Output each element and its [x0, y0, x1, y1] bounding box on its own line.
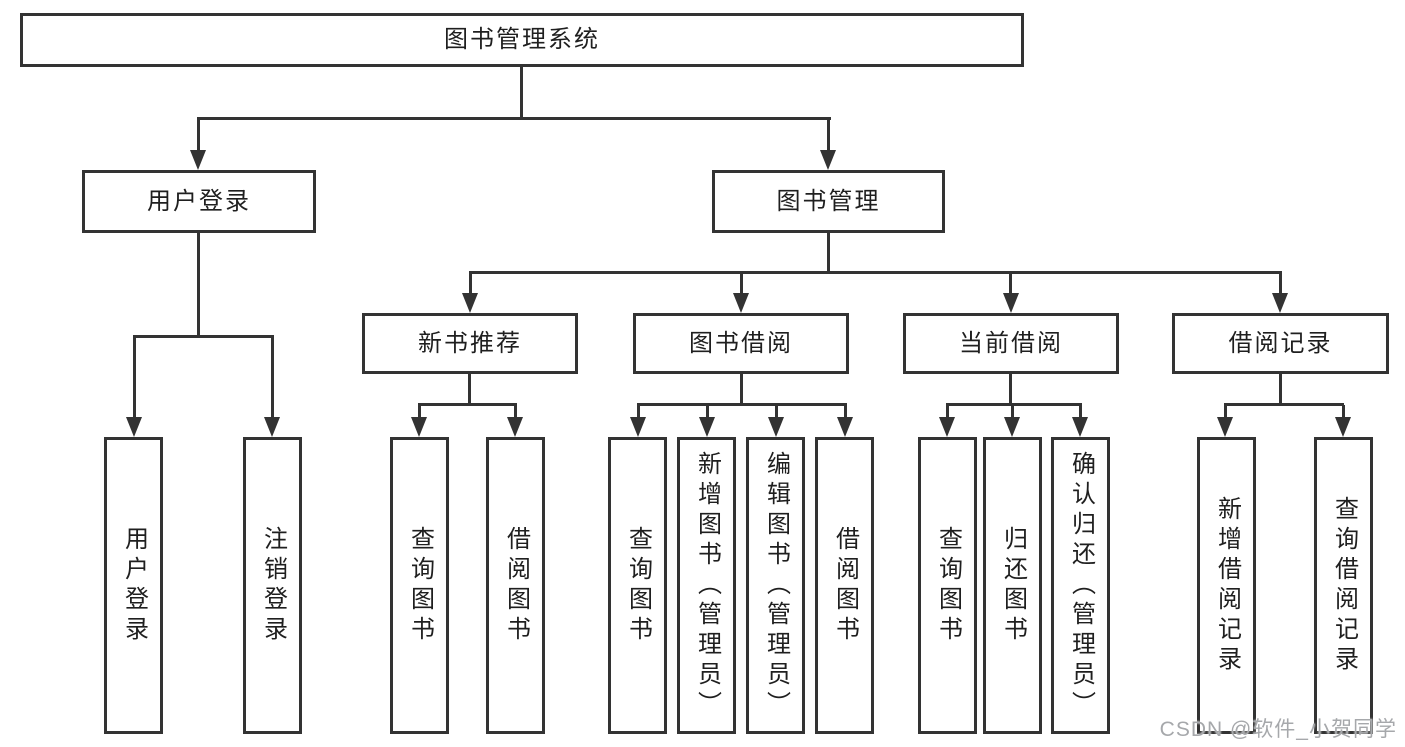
edge-bookmgmt-branch: [469, 271, 1282, 274]
node-library-management-system: 图书管理系统: [20, 13, 1024, 67]
leaf-borrow-books-borrow: 借阅图书: [815, 437, 874, 734]
node-new-book-recommend: 新书推荐: [362, 313, 578, 374]
leaf-label: 归还图书: [999, 525, 1027, 646]
edge-leaf-stem: [1342, 405, 1345, 419]
leaf-query-books-borrow: 查询图书: [608, 437, 667, 734]
node-label: 当前借阅: [959, 329, 1063, 357]
edge-borrowrecords-branch: [1224, 403, 1344, 406]
leaf-confirm-return-admin: 确认归还（管理员）: [1051, 437, 1110, 734]
node-label: 借阅记录: [1228, 329, 1333, 357]
edge-leaf-stem: [1224, 405, 1227, 419]
arrow-down-icon: [190, 150, 206, 170]
leaf-label: 确认归还（管理员）: [1067, 450, 1095, 721]
edge-root-stem: [520, 67, 523, 119]
leaf-logout: 注销登录: [243, 437, 302, 734]
arrow-down-icon: [1335, 417, 1351, 437]
edge-root-branch: [197, 117, 831, 120]
leaf-return-book: 归还图书: [983, 437, 1042, 734]
arrow-down-icon: [507, 417, 523, 437]
edge-to-new-book: [469, 273, 472, 295]
node-label: 图书管理系统: [444, 26, 600, 53]
node-label: 图书管理: [776, 187, 881, 215]
edge-to-borrow-records: [1279, 273, 1282, 295]
arrow-down-icon: [820, 150, 836, 170]
node-label: 新书推荐: [418, 329, 522, 357]
arrow-down-icon: [462, 293, 478, 313]
node-label: 图书借阅: [689, 329, 793, 357]
edge-to-leaf-logout: [271, 337, 274, 420]
arrow-down-icon: [1272, 293, 1288, 313]
leaf-label: 编辑图书（管理员）: [762, 450, 790, 721]
node-current-borrow: 当前借阅: [903, 313, 1119, 374]
node-borrow-records: 借阅记录: [1172, 313, 1389, 374]
leaf-borrow-books-recommend: 借阅图书: [486, 437, 545, 734]
edge-currentborrow-branch: [946, 403, 1082, 406]
leaf-query-books-current: 查询图书: [918, 437, 977, 734]
arrow-down-icon: [630, 417, 646, 437]
leaf-label: 新增借阅记录: [1213, 495, 1241, 676]
arrow-down-icon: [264, 417, 280, 437]
arrow-down-icon: [837, 417, 853, 437]
leaf-label: 借阅图书: [502, 525, 530, 646]
arrow-down-icon: [733, 293, 749, 313]
edge-leaf-stem: [418, 405, 421, 419]
leaf-label: 查询图书: [624, 525, 652, 646]
edge-leaf-stem: [775, 405, 778, 419]
leaf-add-borrow-record: 新增借阅记录: [1197, 437, 1256, 734]
leaf-edit-book-admin: 编辑图书（管理员）: [746, 437, 805, 734]
edge-userlogin-stem: [197, 233, 200, 338]
leaf-label: 注销登录: [259, 525, 287, 646]
node-label: 用户登录: [147, 187, 251, 215]
leaf-label: 借阅图书: [831, 525, 859, 646]
watermark-text: CSDN @软件_小贺同学: [1159, 718, 1397, 741]
node-book-borrow: 图书借阅: [633, 313, 849, 374]
leaf-add-book-admin: 新增图书（管理员）: [677, 437, 736, 734]
edge-newbook-branch: [418, 403, 517, 406]
edge-currentborrow-stem: [1009, 374, 1012, 405]
leaf-label: 查询图书: [406, 525, 434, 646]
edge-to-book-management: [827, 119, 830, 153]
arrow-down-icon: [1004, 417, 1020, 437]
edge-bookborrow-branch: [637, 403, 847, 406]
edge-to-book-borrow: [740, 273, 743, 295]
arrow-down-icon: [939, 417, 955, 437]
leaf-query-books-recommend: 查询图书: [390, 437, 449, 734]
edge-to-leaf-login: [133, 337, 136, 420]
edge-newbook-stem: [468, 374, 471, 405]
leaf-user-login: 用户登录: [104, 437, 163, 734]
node-book-management: 图书管理: [712, 170, 945, 233]
edge-userlogin-branch: [133, 335, 274, 338]
leaf-label: 新增图书（管理员）: [693, 450, 721, 721]
arrow-down-icon: [126, 417, 142, 437]
edge-bookborrow-stem: [740, 374, 743, 405]
leaf-label: 查询图书: [934, 525, 962, 646]
leaf-label: 用户登录: [120, 525, 148, 646]
arrow-down-icon: [411, 417, 427, 437]
edge-leaf-stem: [1011, 405, 1014, 419]
arrow-down-icon: [1072, 417, 1088, 437]
leaf-label: 查询借阅记录: [1330, 495, 1358, 676]
edge-to-current-borrow: [1009, 273, 1012, 295]
edge-leaf-stem: [514, 405, 517, 419]
edge-leaf-stem: [706, 405, 709, 419]
edge-leaf-stem: [946, 405, 949, 419]
edge-borrowrecords-stem: [1279, 374, 1282, 405]
edge-bookmgmt-stem: [827, 233, 830, 274]
arrow-down-icon: [768, 417, 784, 437]
edge-to-user-login: [197, 119, 200, 153]
arrow-down-icon: [699, 417, 715, 437]
edge-leaf-stem: [844, 405, 847, 419]
arrow-down-icon: [1217, 417, 1233, 437]
leaf-query-borrow-record: 查询借阅记录: [1314, 437, 1373, 734]
node-user-login: 用户登录: [82, 170, 316, 233]
edge-leaf-stem: [1079, 405, 1082, 419]
arrow-down-icon: [1003, 293, 1019, 313]
edge-leaf-stem: [637, 405, 640, 419]
